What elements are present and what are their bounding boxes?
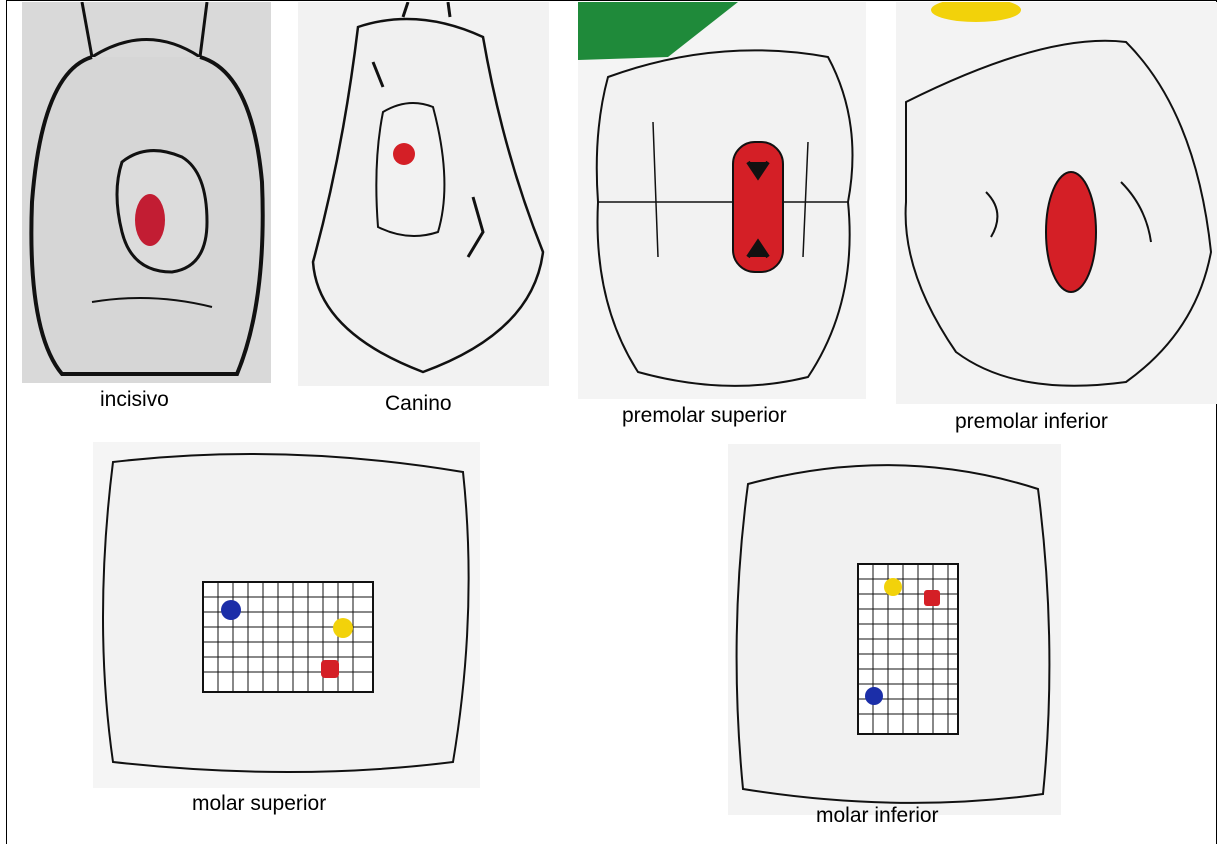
premolar-inferior-drawing <box>896 2 1217 404</box>
molar-superior-label: molar superior <box>192 792 326 816</box>
premolar-superior-drawing <box>578 2 866 399</box>
incisivo-label: incisivo <box>100 388 169 412</box>
molar-superior-yellow-mark <box>333 618 353 638</box>
incisivo-red-mark <box>135 194 165 246</box>
molar-inferior-drawing <box>728 444 1061 815</box>
premolar-inferior-image <box>896 2 1217 404</box>
incisivo-drawing <box>22 2 271 383</box>
canino-red-mark <box>393 143 415 165</box>
molar-superior-drawing <box>93 442 480 788</box>
molar-superior-blue-mark <box>221 600 241 620</box>
canino-label: Canino <box>385 392 452 416</box>
molar-superior-red-mark <box>321 660 339 678</box>
molar-inferior-red-mark <box>924 590 940 606</box>
canino-drawing <box>298 2 549 386</box>
premolar-inferior-red-fill <box>1046 172 1096 292</box>
molar-inferior-yellow-mark <box>884 578 902 596</box>
incisivo-image <box>22 2 271 383</box>
molar-superior-image <box>93 442 480 788</box>
premolar-superior-label: premolar superior <box>622 404 787 428</box>
molar-inferior-image <box>728 444 1061 815</box>
premolar-superior-image <box>578 2 866 399</box>
molar-inferior-blue-mark <box>865 687 883 705</box>
canino-image <box>298 2 549 386</box>
premolar-inferior-label: premolar inferior <box>955 410 1108 434</box>
molar-inferior-label: molar inferior <box>816 804 939 828</box>
